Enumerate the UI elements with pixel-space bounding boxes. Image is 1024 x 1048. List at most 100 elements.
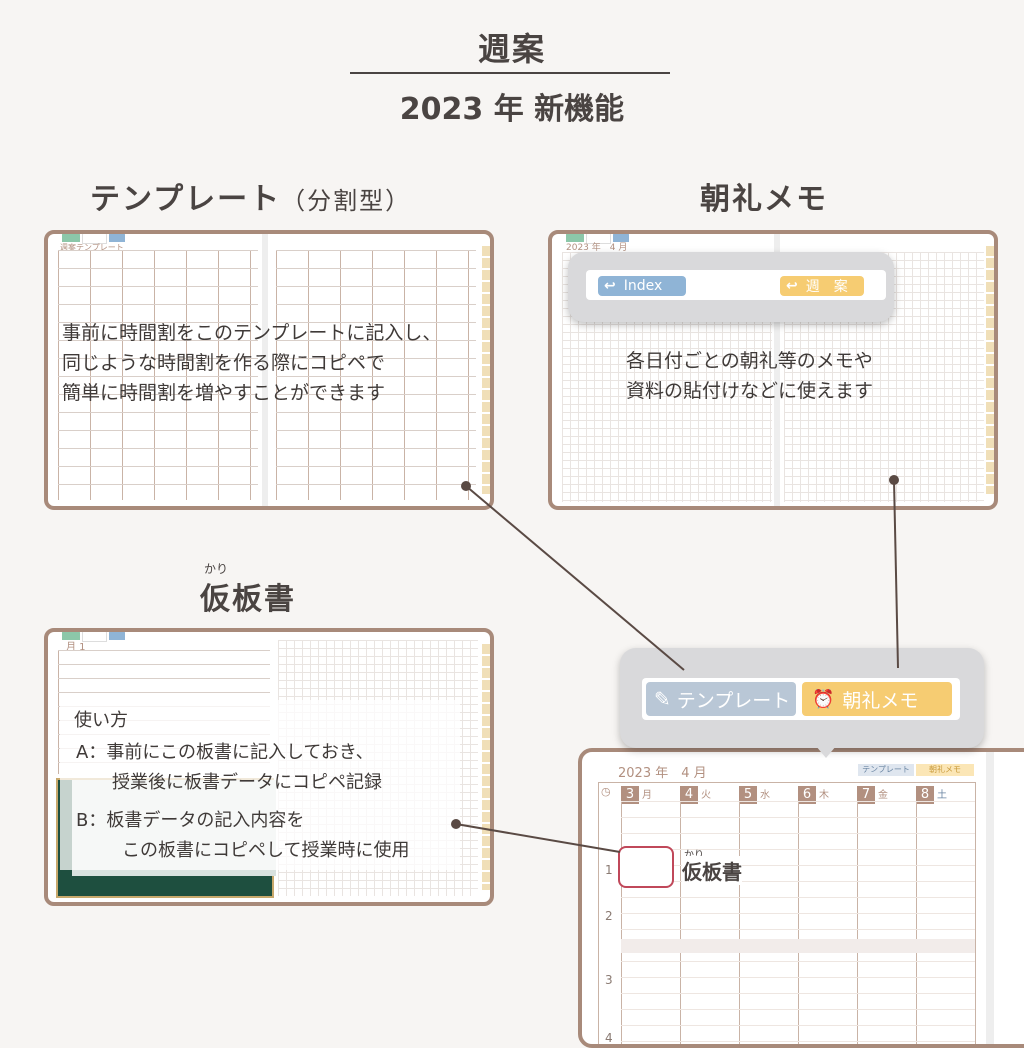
connector-lines xyxy=(451,475,899,853)
day-number: 4 xyxy=(680,786,698,804)
description-line: 同じような時間割を作る際にコピペで xyxy=(62,352,386,374)
template-button-label: テンプレート xyxy=(676,689,791,712)
day-number: 5 xyxy=(739,786,757,804)
memo-button-label: 朝礼メモ xyxy=(842,689,919,712)
connector-dot xyxy=(451,819,461,829)
index-button[interactable]: ↩ Index xyxy=(598,276,686,296)
day-number: 3 xyxy=(621,786,639,804)
week-plan-button-label: 週 案 xyxy=(805,279,848,295)
notebook-spine xyxy=(774,234,780,506)
usage-a-line2: 授業後に板書データにコピペ記録 xyxy=(112,772,382,793)
board-title-ruby: かり xyxy=(204,562,229,576)
page-subtitle: 2023 年 新機能 xyxy=(399,92,625,127)
tab xyxy=(62,234,81,242)
usage-text-backdrop xyxy=(60,700,460,870)
title-divider xyxy=(350,72,670,74)
tab xyxy=(62,632,81,640)
period-number: 1 xyxy=(605,863,613,877)
description-line: 事前に時間割をこのテンプレートに記入し、 xyxy=(62,322,442,344)
feature-popover: ✎ テンプレート ⏰ 朝礼メモ xyxy=(620,648,984,758)
mini-template-button[interactable]: テンプレート xyxy=(858,764,914,776)
day-number: 8 xyxy=(916,786,934,804)
callout-ruby: かり xyxy=(684,846,704,861)
weekday-label: 火 xyxy=(701,790,711,801)
mini-memo-button[interactable]: 朝礼メモ xyxy=(916,764,974,776)
day-number: 6 xyxy=(798,786,816,804)
return-arrow-icon: ↩ xyxy=(604,278,616,294)
period-number: 3 xyxy=(605,973,613,987)
clock-icon: ◷ xyxy=(601,785,611,798)
tab xyxy=(586,234,612,244)
notebook-spine xyxy=(986,752,994,1044)
callout-label: 仮板書 xyxy=(682,856,742,885)
break-row xyxy=(621,939,975,953)
template-notebook-preview: 週案テンプレート xyxy=(44,230,494,510)
connector-dot xyxy=(461,481,471,491)
notebook-tabs xyxy=(566,234,630,244)
memo-description: 各日付ごとの朝礼等のメモや 資料の貼付けなどに使えます xyxy=(626,346,873,406)
side-index-tabs xyxy=(986,246,994,494)
memo-connector xyxy=(893,479,899,669)
template-section-title: テンプレート（分割型） xyxy=(90,174,411,218)
big-year-month: 2023 年 4 月 xyxy=(618,766,707,781)
template-edit-icon: ✎ xyxy=(654,687,671,711)
template-connector xyxy=(465,485,685,671)
index-button-label: Index xyxy=(623,278,663,294)
alarm-bell-icon: ⏰ xyxy=(812,688,835,710)
board-connector xyxy=(455,823,621,853)
usage-b-line1: B：板書データの記入内容を xyxy=(76,810,305,831)
weekday-label: 金 xyxy=(878,790,888,801)
weekday-label: 木 xyxy=(819,790,829,801)
description-line: 簡単に時間割を増やすことができます xyxy=(62,382,386,404)
connector-dot xyxy=(889,475,899,485)
period-number: 4 xyxy=(605,1031,613,1045)
memo-card-year: 2023 年 4 月 xyxy=(566,243,628,253)
usage-a-line1: A：事前にこの板書に記入しておき、 xyxy=(76,742,374,763)
usage-title: 使い方 xyxy=(74,710,128,731)
template-grid-right xyxy=(276,250,476,500)
template-title-suffix: （分割型） xyxy=(281,187,412,215)
side-index-tabs xyxy=(482,246,490,494)
template-title: テンプレート xyxy=(90,182,282,217)
description-line: 資料の貼付けなどに使えます xyxy=(626,380,874,402)
weekday-label: 土 xyxy=(937,790,947,801)
tab xyxy=(566,234,585,242)
notebook-tabs xyxy=(62,632,126,642)
side-index-tabs xyxy=(482,644,490,890)
temp-board-cell-highlight[interactable] xyxy=(618,846,674,888)
weekday-label: 月 xyxy=(642,790,652,801)
period-cells xyxy=(621,801,975,1044)
usage-b-line2: この板書にコピペして授業時に使用 xyxy=(122,840,410,861)
notebook-spine xyxy=(262,234,268,506)
tab xyxy=(82,632,108,642)
memo-section-title: 朝礼メモ xyxy=(700,182,828,217)
notebook-tabs xyxy=(62,234,126,244)
board-section-title: 仮板書 xyxy=(200,582,296,617)
template-description: 事前に時間割をこのテンプレートに記入し、 同じような時間割を作る際にコピペで 簡… xyxy=(62,318,441,408)
card-label: 週案テンプレート xyxy=(60,243,124,252)
tab xyxy=(109,632,126,640)
weekday-label: 水 xyxy=(760,790,770,801)
page-title: 週案 xyxy=(477,30,546,68)
week-plan-button[interactable]: ↩ 週 案 xyxy=(780,276,864,296)
popover-pointer xyxy=(816,746,836,758)
tab xyxy=(613,234,630,242)
memo-navigation-popover: ↩ Index ↩ 週 案 xyxy=(568,252,894,322)
board-card-month: 月 1 xyxy=(66,642,86,653)
return-arrow-icon: ↩ xyxy=(786,278,798,294)
tab xyxy=(109,234,126,242)
day-number: 7 xyxy=(857,786,875,804)
description-line: 各日付ごとの朝礼等のメモや xyxy=(626,350,873,372)
period-number: 2 xyxy=(605,909,613,923)
memo-button[interactable]: ⏰ 朝礼メモ xyxy=(802,682,952,716)
template-button[interactable]: ✎ テンプレート xyxy=(646,682,796,716)
